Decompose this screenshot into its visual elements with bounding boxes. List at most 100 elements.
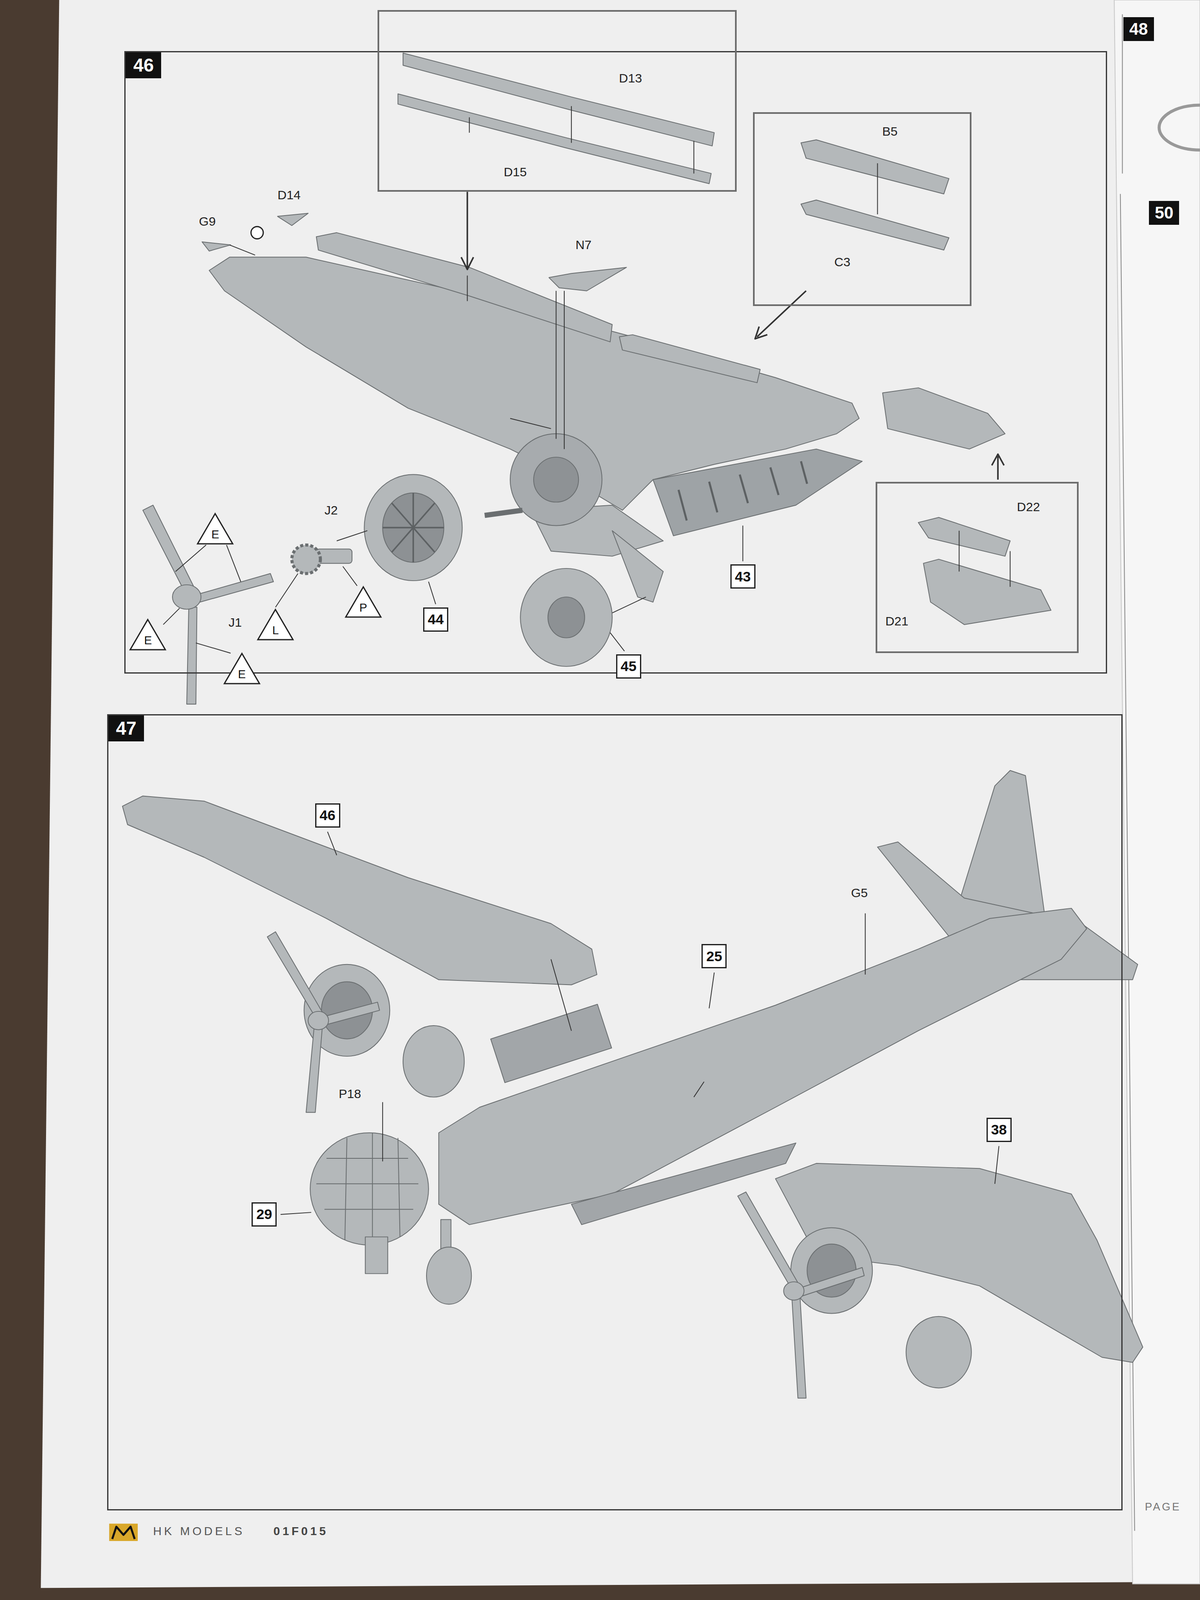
cowling-inner	[382, 492, 444, 563]
part-number: D22	[1017, 499, 1041, 514]
step-panel: 46D13D15B5C3EELPE4443D22D2145	[124, 51, 1108, 674]
gear	[291, 544, 321, 574]
part-number: B5	[882, 124, 898, 139]
part-n7	[549, 267, 627, 291]
callout-box: 29	[251, 1202, 277, 1227]
callout-box: 46	[315, 803, 341, 828]
paint-triangle: P	[344, 585, 383, 619]
cowling-spokes	[382, 492, 444, 563]
part-number: J1	[228, 615, 242, 630]
footer-text: PAGE	[1144, 1500, 1181, 1514]
bomb-bay-door	[571, 1142, 796, 1225]
nacelle	[790, 1227, 873, 1314]
detail-inset: B5C3	[752, 112, 972, 306]
leader-line	[280, 831, 999, 1215]
callout-number: 38	[991, 1121, 1008, 1138]
plate	[918, 517, 1010, 557]
callout-box: 45	[616, 654, 642, 679]
paint-triangle: E	[195, 511, 235, 546]
spinner	[783, 1281, 805, 1301]
step-number: 48	[1123, 17, 1154, 42]
nose-part	[365, 1236, 389, 1274]
callout-number: 45	[620, 658, 637, 674]
paint-code: P	[344, 601, 383, 615]
part-number: D14	[277, 187, 301, 203]
paint-code: E	[195, 527, 235, 542]
nose-gear	[440, 1219, 451, 1250]
propeller-blade	[198, 573, 274, 602]
propeller-blade	[186, 606, 197, 705]
plate	[923, 559, 1051, 625]
propeller-blade	[737, 1191, 799, 1286]
landing-gear	[612, 530, 664, 603]
propeller-blade	[799, 1267, 865, 1296]
flap	[619, 334, 761, 383]
wheel	[426, 1246, 472, 1305]
cowling	[364, 474, 463, 581]
callout-number: 43	[734, 568, 751, 585]
part-number: D15	[503, 164, 527, 180]
wheel	[520, 568, 612, 667]
part-number: G5	[850, 885, 868, 900]
wheel-hub	[547, 596, 585, 638]
paper-page	[41, 0, 1200, 1588]
leader-line	[428, 525, 743, 651]
engine-core	[533, 457, 579, 502]
propeller-blade	[305, 1025, 323, 1113]
nose	[310, 1132, 429, 1245]
part-number: P18	[338, 1086, 361, 1101]
nose-glazing	[316, 1132, 419, 1245]
inset-arrow	[461, 191, 474, 270]
callout-box: 38	[986, 1117, 1012, 1142]
step-panel: 4746253829	[107, 714, 1123, 1510]
detail-inset: D22D21	[875, 481, 1079, 654]
propeller-blade	[142, 505, 194, 590]
wing	[122, 795, 598, 985]
gear-leader	[606, 596, 646, 616]
paint-code: L	[256, 623, 295, 638]
assembly-arrows	[229, 106, 1011, 587]
footer-text: 01F015	[273, 1524, 329, 1538]
plate	[801, 200, 949, 250]
part-number: C3	[834, 254, 851, 270]
logo	[109, 1523, 138, 1541]
partial-part	[1158, 105, 1200, 150]
propeller-blade	[324, 1002, 380, 1025]
propeller-blade	[267, 931, 323, 1016]
part-number: D13	[619, 71, 643, 86]
part-number: N7	[575, 237, 592, 252]
paint-triangle: E	[222, 651, 262, 686]
paint-code: E	[222, 667, 262, 681]
callout-box: 44	[423, 607, 449, 632]
paint-triangle: E	[128, 617, 168, 652]
bomb-rack	[490, 1004, 612, 1083]
inset-arrow	[755, 290, 807, 340]
step-number: 50	[1148, 200, 1180, 225]
step-number: 46	[125, 52, 162, 79]
engine	[510, 433, 602, 526]
footer-text: HK MODELS	[153, 1524, 245, 1538]
part-d14	[277, 213, 309, 226]
wing-ribs	[678, 461, 807, 521]
callout-box: 25	[701, 943, 727, 969]
callout-box: 43	[730, 564, 756, 589]
plate	[403, 53, 715, 147]
part-number: J2	[324, 503, 338, 518]
part-number: G9	[198, 214, 216, 229]
part-g9	[202, 241, 231, 252]
callout-number: 46	[319, 807, 336, 823]
assembly-arrows	[382, 913, 866, 1162]
plate	[801, 139, 949, 194]
inset-arrow	[991, 454, 1005, 480]
detail-inset: D13D15	[377, 10, 737, 192]
part-number: D21	[885, 614, 909, 629]
propeller-blade	[791, 1295, 807, 1398]
shaft	[484, 510, 523, 516]
wheel	[403, 1025, 465, 1098]
wing-cutaway	[652, 449, 863, 536]
paint-triangle: L	[256, 607, 295, 642]
wheel	[906, 1316, 972, 1388]
